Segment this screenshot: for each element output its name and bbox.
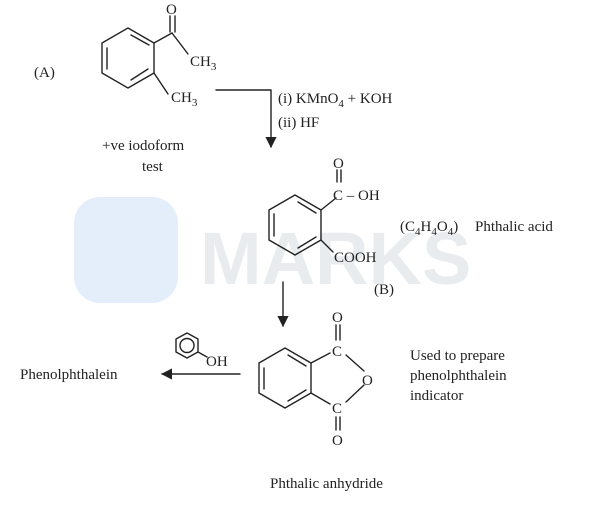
watermark: MARKS: [74, 197, 471, 303]
anhydride-top-oxygen: O: [332, 310, 343, 326]
anhydride-use-line3: indicator: [410, 388, 463, 404]
ring-methyl-label: CH3: [171, 90, 198, 109]
compound-b: O C – OH COOH (B): [268, 156, 394, 298]
phenolphthalein-product: Phenolphthalein: [20, 367, 118, 383]
step1-reagent-2: (ii) HF: [278, 115, 319, 131]
acyl-methyl-label: CH3: [190, 54, 217, 73]
phthalic-acid-formula: (C4H4O4): [400, 219, 458, 238]
anhydride-ring: [258, 347, 312, 409]
phthalic-anhydride-name: Phthalic anhydride: [270, 476, 383, 492]
watermark-logo: [74, 197, 178, 303]
anhydride-top-carbon: C: [332, 344, 342, 360]
carbonyl-acid-group: C – OH: [333, 188, 380, 204]
anhydride-use-line1: Used to prepare: [410, 348, 505, 364]
step1-reagent-1: (i) KMnO4 + KOH: [278, 91, 393, 110]
anhydride-ring-oxygen: O: [362, 373, 373, 389]
iodoform-note-line1: +ve iodoform: [102, 138, 185, 154]
compound-b-label: (B): [374, 282, 394, 298]
phthalic-anhydride: O C O C O: [258, 310, 373, 449]
anhydride-use-line2: phenolphthalein: [410, 368, 507, 384]
acetyl-group: [153, 15, 189, 55]
phenol-oh-label: OH: [206, 354, 228, 370]
carbonyl-oxygen-label: O: [333, 156, 344, 172]
anhydride-bottom-oxygen: O: [332, 433, 343, 449]
watermark-text: MARKS: [200, 217, 471, 300]
ring-methyl-bond: [153, 72, 169, 95]
anhydride-bottom-carbon: C: [332, 401, 342, 417]
acyl-oxygen-label: O: [166, 2, 177, 18]
phenol-reagent: OH: [175, 332, 228, 370]
step1-arrow: [215, 89, 277, 149]
compound-a-label: (A): [34, 65, 55, 81]
phthalic-acid-name: Phthalic acid: [475, 219, 553, 235]
cooh-group: COOH: [334, 250, 377, 266]
compound-a: (A) O CH3 CH3 +ve iodoform test: [34, 2, 217, 175]
compound-a-ring: [101, 27, 155, 89]
iodoform-note-line2: test: [142, 159, 164, 175]
